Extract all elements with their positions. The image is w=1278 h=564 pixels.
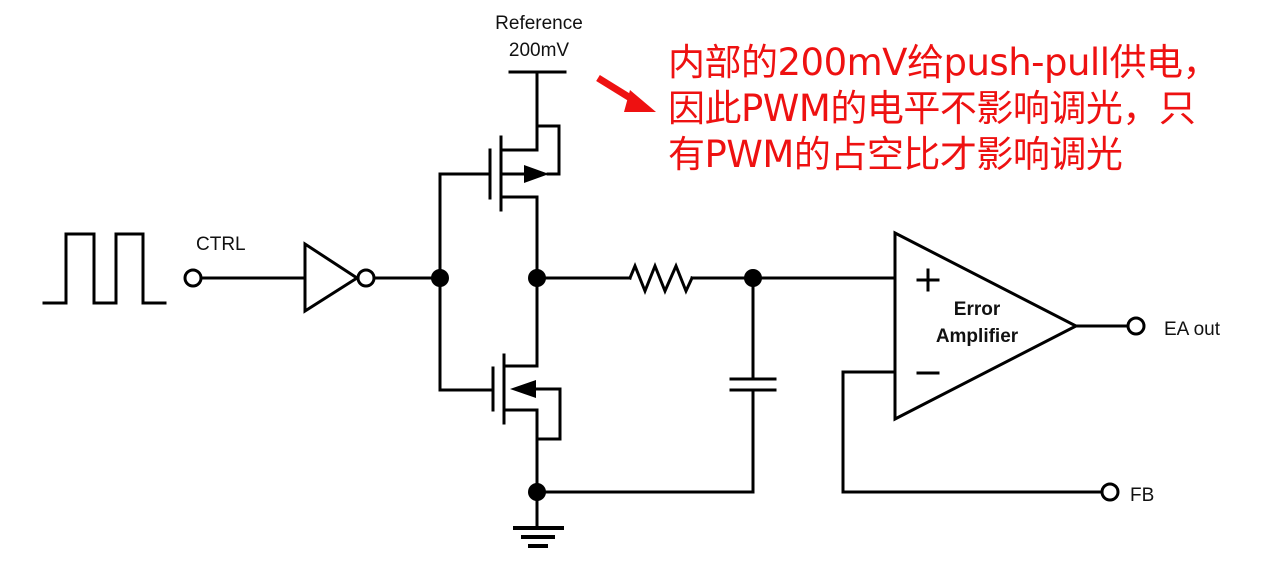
inverter <box>303 241 360 314</box>
gate-junction <box>431 269 449 287</box>
nmos-transistor <box>491 353 562 441</box>
resistor <box>628 261 694 296</box>
fb-wire <box>841 370 1104 494</box>
ground-icon <box>513 526 564 548</box>
reference-voltage-label: 200mV <box>509 40 570 61</box>
error-amp-label-line1: Error <box>954 299 1001 320</box>
error-amp-label-line2: Amplifier <box>936 326 1019 347</box>
ctrl-label: CTRL <box>196 234 246 255</box>
ground-junction <box>528 483 546 501</box>
inverter-bubble <box>356 268 376 288</box>
error-amplifier <box>893 230 1080 422</box>
annotation-line-1: 内部的200mV给push-pull供电， <box>668 41 1220 84</box>
fb-terminal <box>1100 482 1120 502</box>
nmos-arrow-icon <box>510 380 536 398</box>
ea-out-terminal <box>1126 316 1146 336</box>
reference-label: Reference <box>495 13 583 34</box>
output-junction <box>528 269 546 287</box>
pmos-arrow-icon <box>524 165 549 183</box>
pwm-waveform <box>42 232 167 305</box>
annotation-note: 内部的200mV给push-pull供电， 因此PWM的电平不影响调光，只 有P… <box>668 40 1268 178</box>
annotation-arrow-icon <box>596 75 656 112</box>
filter-junction <box>744 269 762 287</box>
ctrl-terminal <box>183 268 203 288</box>
fb-label: FB <box>1130 485 1154 506</box>
ea-out-label: EA out <box>1164 319 1221 340</box>
annotation-line-2: 因此PWM的电平不影响调光，只 <box>668 87 1196 130</box>
annotation-line-3: 有PWM的占空比才影响调光 <box>668 133 1123 176</box>
